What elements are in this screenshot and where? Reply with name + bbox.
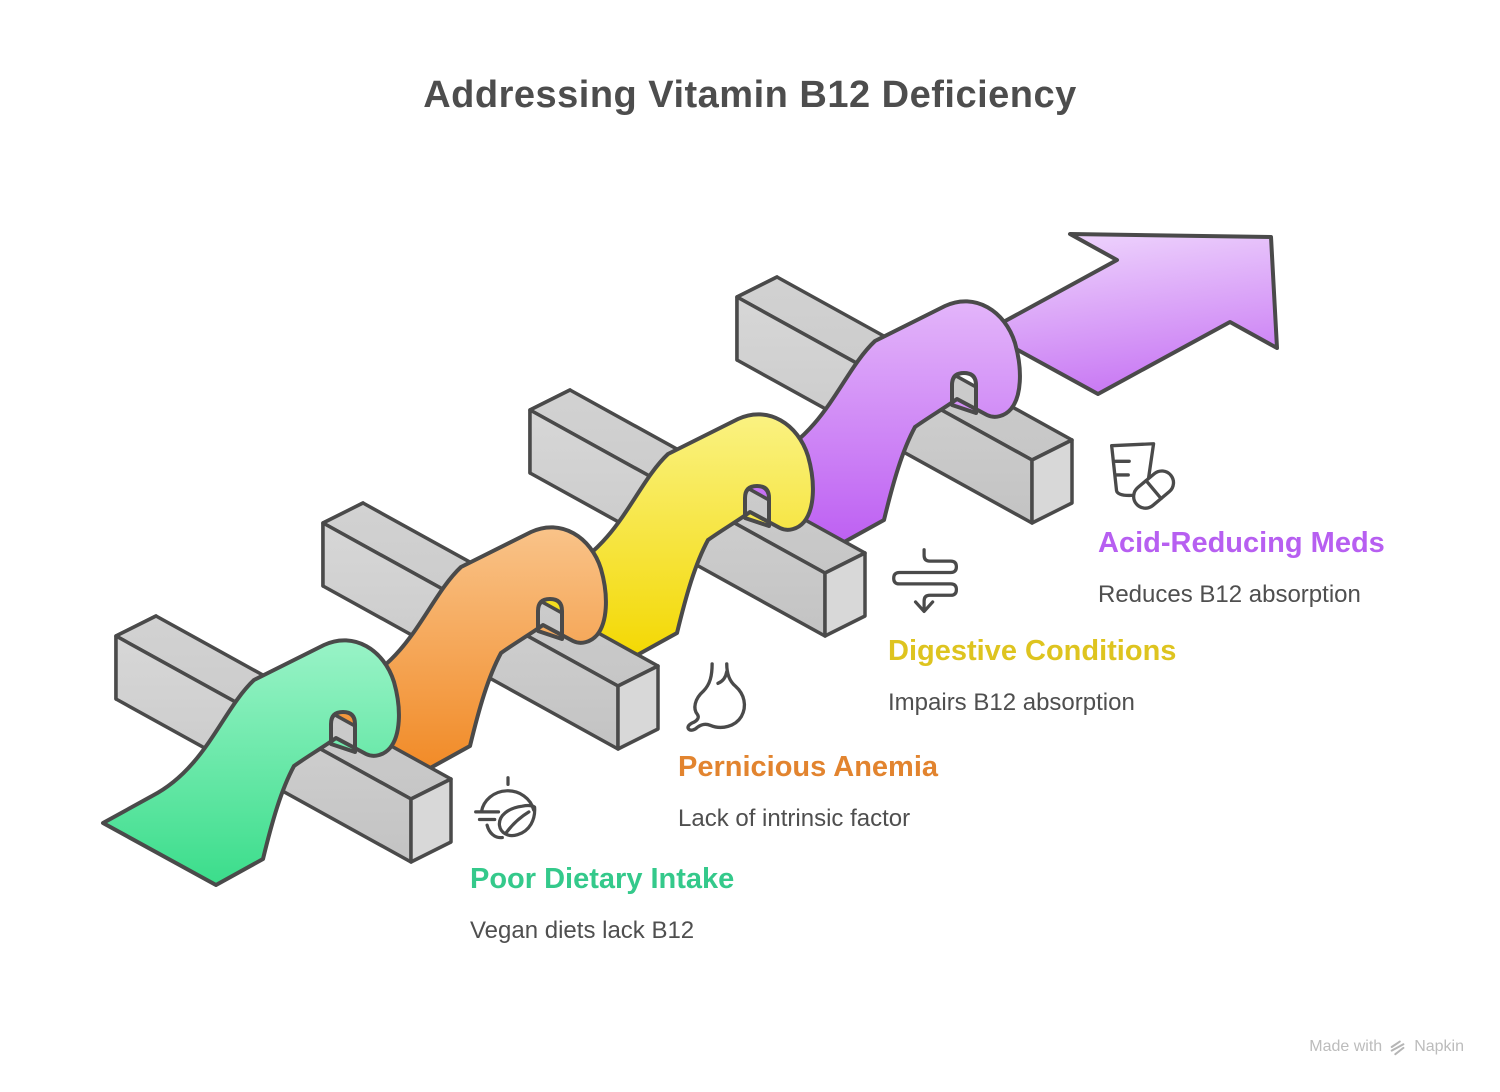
watermark-prefix: Made with [1309, 1038, 1383, 1055]
step-label: Digestive Conditions [888, 635, 1177, 667]
stomach-icon [686, 662, 747, 732]
step-description: Impairs B12 absorption [888, 688, 1135, 716]
medicine-cup-pill-icon [1109, 442, 1176, 510]
watermark-brand: Napkin [1414, 1038, 1464, 1055]
napkin-logo-icon [1390, 1040, 1405, 1056]
step-pernicious-anemia: Pernicious Anemia Lack of intrinsic fact… [678, 658, 1008, 834]
intestine-arrow-icon [892, 548, 959, 614]
step-description: Vegan diets lack B12 [470, 916, 695, 944]
step-acid-reducing-meds: Acid-Reducing Meds Reduces B12 absorptio… [1098, 434, 1428, 610]
cloche-leaf-icon [474, 776, 537, 840]
step-description: Reduces B12 absorption [1098, 580, 1361, 608]
step-description: Lack of intrinsic factor [678, 804, 911, 832]
step-label: Pernicious Anemia [678, 751, 939, 783]
progress-arrow [983, 232, 1279, 396]
step-poor-dietary-intake: Poor Dietary Intake Vegan diets lack B12 [470, 772, 800, 946]
watermark: Made with Napkin [1309, 1038, 1464, 1056]
step-label: Acid-Reducing Meds [1098, 527, 1385, 559]
step-digestive-conditions: Digestive Conditions Impairs B12 absorpt… [888, 544, 1218, 718]
step-label: Poor Dietary Intake [470, 863, 735, 895]
page-title: Addressing Vitamin B12 Deficiency [423, 74, 1077, 116]
